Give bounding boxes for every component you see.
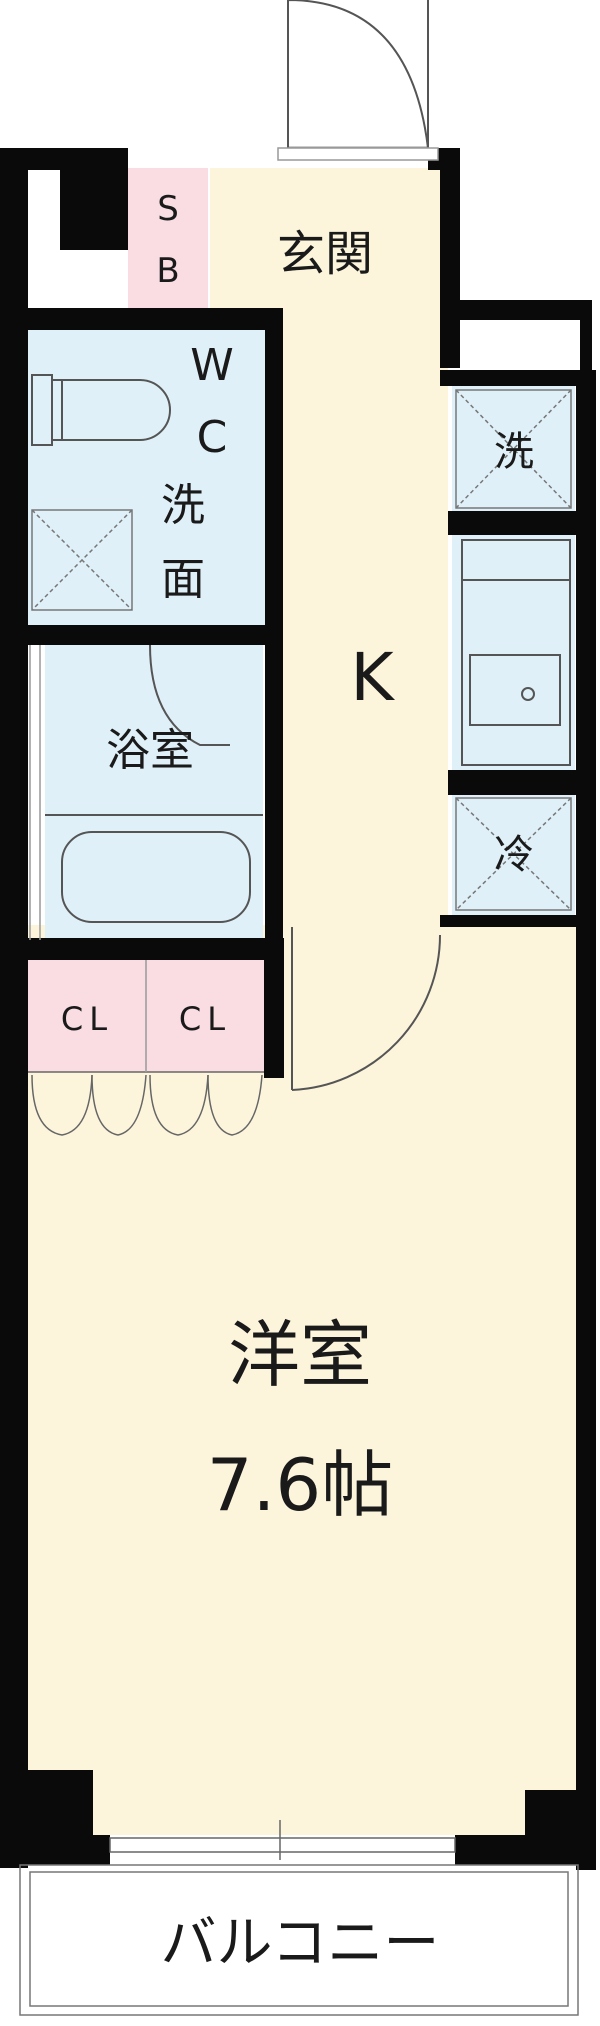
shoe-box-label-s: S [157,189,179,229]
fridge-box [455,797,572,911]
balcony-railing [19,1864,579,2016]
wall-right-top-notch [580,300,592,386]
wall-right [576,370,596,1870]
bathtub-fixture [45,644,263,923]
room-door [291,927,442,1091]
entrance-label: 玄関 [277,226,373,282]
wall-small-block [60,170,128,250]
wall-wc-bath-divider [28,625,268,645]
wall-k-room-right [440,915,580,927]
western-room-floor [28,925,576,1835]
washroom-label-2: 面 [161,554,205,605]
partitions [29,645,41,940]
walls [0,148,596,1870]
wall-bottom-right [455,1835,596,1865]
wall-closet-right [264,938,284,1078]
wall-bath-bottom [28,938,283,960]
fridge-label: 冷 [494,832,534,878]
western-room-size-label: 7.6帖 [207,1443,394,1527]
toilet-fixture [31,374,171,446]
wall-right-upper [440,370,580,386]
wall-wet-right [265,308,283,938]
wall-under-sb [28,308,283,330]
washbasin-fixture [31,509,133,611]
wall-bottom-left [0,1835,110,1865]
bathroom-floor [45,645,263,940]
closet-label-right: CL [179,1000,231,1038]
closet-right [146,960,264,1072]
balcony-label: バルコニー [161,1911,440,1976]
toilet-label-c: C [197,412,228,463]
entrance-door [277,0,439,161]
washer-label: 洗 [494,429,534,475]
wall-bottom-left-block [28,1770,93,1845]
shoe-box [128,168,208,308]
closet-doors [28,960,264,1136]
wall-washer-bottom [448,511,578,535]
kitchen-sink [461,539,571,766]
toilet-label-w: W [190,340,234,391]
wall-counter-bottom [448,770,578,795]
closet-label-left: CL [61,1000,113,1038]
wall-top-left [0,148,128,170]
bathroom-label: 浴室 [106,725,194,776]
shoe-box-label-b: B [156,251,179,291]
balcony-floor [25,1870,580,2015]
kitchen-counter [452,535,575,770]
kitchen-floor [283,360,448,925]
closet-left [28,960,146,1072]
wall-entrance-right [440,148,460,368]
wall-left [0,148,28,1868]
western-room-label: 洋室 [228,1313,372,1397]
room-labels: 玄関 S B W C 洗 面 浴室 K 洗 冷 CL CL 洋室 7.6帖 バル… [61,189,534,1976]
kitchen-label: K [350,639,395,716]
floor-fills [25,168,580,2015]
wall-right-top [440,300,580,320]
washroom-label-1: 洗 [161,480,205,531]
washer-box [455,389,572,509]
balcony-window [109,1820,456,1860]
